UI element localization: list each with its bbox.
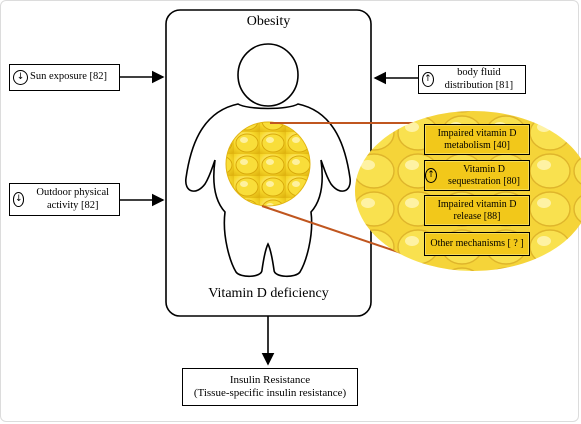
outdoor-activity-box: ↓ Outdoor physical activity [82] [9,183,120,216]
insulin-resistance-subtitle: (Tissue-specific insulin resistance) [193,387,347,399]
down-arrow-icon: ↓ [13,70,28,85]
insulin-resistance-box: Insulin Resistance (Tissue-specific insu… [182,368,358,406]
zoom-line-bottom [261,205,411,257]
outdoor-activity-label: Outdoor physical activity [82] [36,187,110,211]
fat-cluster-small [225,121,311,207]
obesity-title: Obesity [246,14,291,29]
vitamin-d-deficiency-caption: Vitamin D deficiency [208,286,329,301]
sun-exposure-box: ↓ Sun exposure [82] [9,64,120,91]
up-arrow-icon: ↑ [422,72,434,87]
insulin-resistance-title: Insulin Resistance [229,374,311,387]
mechanism-sequestration: ↑ Vitamin D sequestration [80] [424,160,530,191]
mechanism-impaired-release: Impaired vitamin D release [88] [424,195,530,226]
mechanism-impaired-metabolism: Impaired vitamin D metabolism [40] [424,124,530,155]
body-fluid-box: ↑ body fluid distribution [81] [418,65,526,94]
mechanism-label: Other mechanisms [ ? ] [430,238,524,250]
mechanism-label: Impaired vitamin D metabolism [40] [437,128,517,151]
up-arrow-icon: ↑ [425,168,438,183]
mechanism-label: Vitamin D sequestration [80] [448,164,520,187]
mechanism-other: Other mechanisms [ ? ] [424,232,530,256]
body-fluid-label: body fluid distribution [81] [444,67,514,91]
mechanism-label: Impaired vitamin D release [88] [437,199,517,222]
down-arrow-icon: ↓ [13,192,25,207]
sun-exposure-label: Sun exposure [82] [30,71,107,83]
